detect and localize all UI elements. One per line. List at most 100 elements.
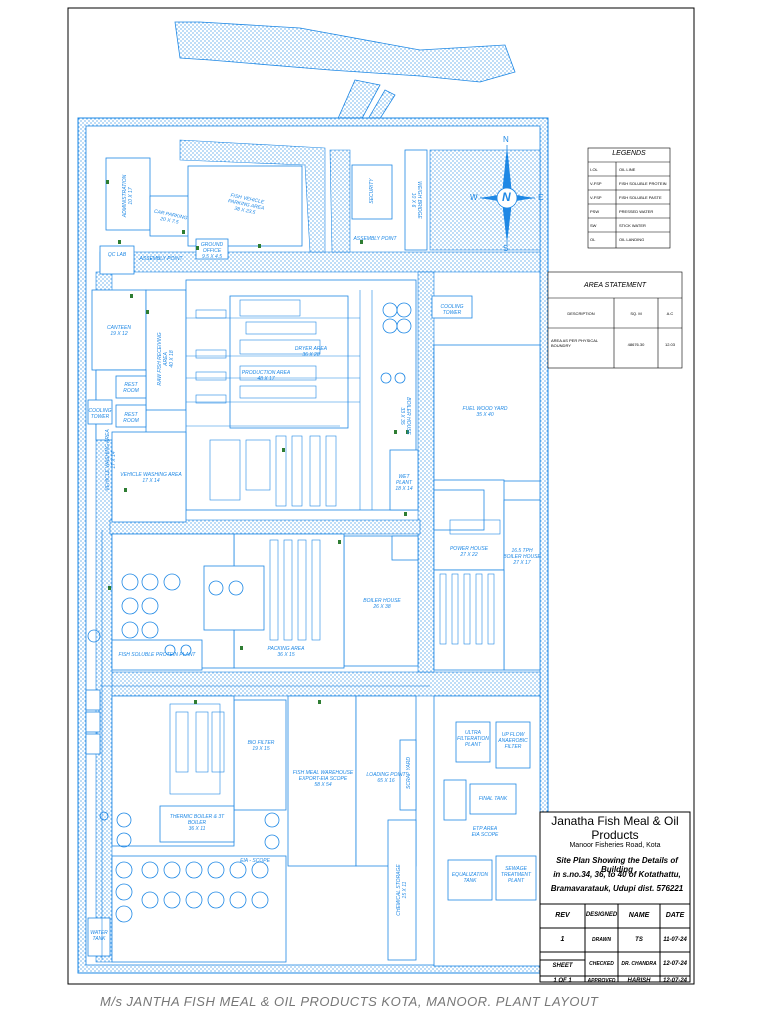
internal-road-north <box>99 251 541 273</box>
compass-n: N <box>503 135 509 144</box>
header-date: DATE <box>665 912 685 919</box>
label-production: PRODUCTION AREA 48 X 17 <box>241 370 291 382</box>
internal-road-east <box>417 271 435 673</box>
company-name: Janatha Fish Meal & Oil Products <box>551 814 679 842</box>
final-tank <box>469 783 517 815</box>
label-boiler-house-v: BOILER HOUSE 33 X 35 <box>399 397 411 435</box>
label-dryer: DRYER AREA 36 X 28 <box>294 346 328 358</box>
area-header-desc: DESCRIPTION <box>567 311 595 316</box>
label-equalization: EQUALIZATION TANK <box>451 872 489 884</box>
role-approved: APPROVED <box>587 978 616 984</box>
legend-code: SW <box>590 223 597 228</box>
label-scrap: SCRAP YARD <box>406 757 412 789</box>
compass-center: N <box>502 190 511 204</box>
label-bio-filter: BIO FILTER 19 X 15 <box>247 740 275 752</box>
date-approved: 12-07-24 <box>662 978 688 984</box>
label-rest-room-2: REST ROOM <box>123 412 139 424</box>
label-fish-meal-warehouse: FISH MEAL WAREHOUSE EXPORT-EIA SCOPE 58 … <box>292 770 354 788</box>
legend-code: I-OL <box>590 167 598 172</box>
legend-desc: OIL LANDING <box>619 237 645 242</box>
label-vehicle-wash: VEHICLE WASHING AREA 17 X 14 <box>120 472 182 484</box>
area-row-desc: AREA AS PER PHYSICAL BOUNDRY <box>551 338 598 348</box>
legend-desc: STICK WATER <box>619 223 646 228</box>
label-anaerobic: UP FLOW ANAEROBIC FILTER <box>498 732 528 750</box>
company-address: Manoor Fisheries Road, Kota <box>569 842 661 849</box>
fish-meal-warehouse <box>287 695 357 867</box>
legend-code: PSW <box>590 209 600 214</box>
fish-parking <box>187 165 303 247</box>
label-weighbridge: WEIGH BRIDGE 10 X 6 <box>410 181 422 219</box>
legend-desc: FISH SOLUBLE PASTE <box>619 195 662 200</box>
label-canteen: CANTEEN 19 X 12 <box>107 325 131 337</box>
label-thermic: THERMIC BOILER & 3T BOILER 36 X 11 <box>169 814 225 832</box>
legend-desc: FISH SOLUBLE PROTEIN <box>619 181 667 186</box>
equalization-tank <box>447 859 493 901</box>
label-power-house: POWER HOUSE 27 X 22 <box>449 546 489 558</box>
label-final-tank: FINAL TANK <box>478 796 508 802</box>
label-admin: ADMINISTRATION 10 X 17 <box>122 174 134 218</box>
area-row-sqm: 48676.30 <box>627 342 645 347</box>
legend-title: LEGENDS <box>612 150 646 157</box>
label-sewage: SEWAGE TREATMENT PLANT <box>500 866 532 884</box>
label-tph-boiler: 16.5 TPH BOILER HOUSE 27 X 17 <box>503 548 541 566</box>
wet-plant <box>389 449 419 511</box>
header-name: NAME <box>628 912 650 919</box>
area-header-ac: A.C <box>666 311 674 316</box>
etp-area <box>433 695 541 967</box>
label-cooling-tower-west: COOLING TOWER <box>88 408 112 420</box>
label-fuel-yard: FUEL WOOD YARD 35 X 40 <box>462 406 508 418</box>
name-checked: DR. CHANDRA <box>621 961 657 967</box>
compass-s: S <box>503 244 509 253</box>
label-chemical: CHEMICAL STORAGE 15 X 11 <box>396 864 408 916</box>
chemical-storage <box>387 819 417 961</box>
label-etp: ETP AREA EIA SCOPE <box>471 826 499 838</box>
ultra-filtration <box>455 721 491 763</box>
drawing-desc-2: in s.no.34, 36, to 40 of Kotathattu, <box>553 870 681 879</box>
legend-desc: OIL LINE <box>619 167 636 172</box>
label-qc-lab: QC LAB <box>107 252 127 258</box>
label-water-tank: WATER TANK <box>90 930 108 942</box>
date-drawn: 11-07-24 <box>663 937 687 943</box>
role-drawn: DRAWN <box>592 937 611 943</box>
tph-boiler <box>503 499 541 671</box>
name-approved: HARISH <box>627 978 651 984</box>
legend-code: OL <box>590 237 596 242</box>
label-ultra: ULTRA FILTERATION PLANT <box>457 730 489 748</box>
header-rev: REV <box>555 912 570 919</box>
bio-filter <box>233 699 287 811</box>
canteen <box>91 289 147 371</box>
title-block <box>539 811 691 983</box>
compass-rose <box>480 145 535 245</box>
label-assembly-2: ASSEMBLY POINT <box>139 256 183 262</box>
sheet-value: 1 OF 1 <box>553 978 572 984</box>
vehicle-wash <box>111 431 187 523</box>
area-header-sqm: SQ. M <box>630 311 642 316</box>
name-drawn: TS <box>635 937 643 943</box>
area-statement-title: AREA STATEMENT <box>583 282 647 289</box>
label-fish-soluble: FISH SOLUBLE PROTEIN PLANT <box>118 652 196 658</box>
label-wash-dock: VEHICLE WASHING AREA 17 X 14 <box>105 429 117 491</box>
fuel-wood-yard <box>433 344 541 482</box>
date-checked: 12-07-24 <box>662 961 688 967</box>
legend-table <box>587 147 671 249</box>
drawing-desc-1: Site Plan Showing the Details of Buildin… <box>556 856 678 874</box>
area-statement-table <box>547 271 683 369</box>
label-rest-room: REST ROOM <box>123 382 139 394</box>
parking-road <box>179 139 326 253</box>
plant-layout-title: M/s JANTHA FISH MEAL & OIL PRODUCTS KOTA… <box>100 994 599 1009</box>
road-top <box>174 21 516 83</box>
internal-road-mid <box>99 671 541 697</box>
label-packing: PACKING AREA 36 X 15 <box>267 646 305 658</box>
security-block <box>351 164 393 220</box>
cooling-tower-north <box>431 295 473 319</box>
sheet-label: SHEET <box>552 963 573 969</box>
compass-e: E <box>538 193 544 202</box>
area-row-ac: 12.03 <box>664 342 675 347</box>
drawing-desc-3: Bramavaratauk, Udupi dist. 576221 <box>550 884 684 893</box>
raw-fish-area <box>145 289 187 411</box>
label-wet-plant: WET PLANT 18 X 14 <box>395 474 413 492</box>
role-checked: CHECKED <box>589 961 614 967</box>
anaerobic-filter <box>495 721 531 769</box>
